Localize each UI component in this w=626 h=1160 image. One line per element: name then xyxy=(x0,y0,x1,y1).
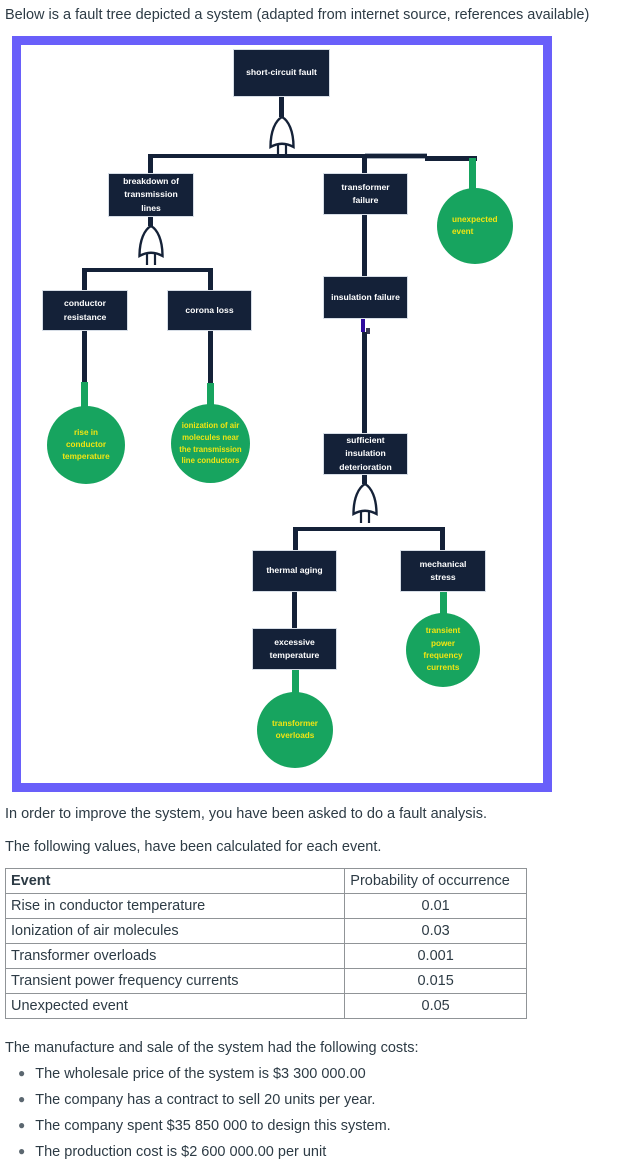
probability-cell: 0.015 xyxy=(344,968,527,994)
bullet-icon: ● xyxy=(18,1066,26,1080)
probability-cell: 0.01 xyxy=(344,893,527,919)
node-short-circuit-fault: short-circuit fault xyxy=(233,49,330,97)
connector xyxy=(366,328,370,334)
event-cell: Rise in conductor temperature xyxy=(4,893,346,919)
event-transformer-overloads: transformer overloads xyxy=(257,692,333,768)
connector xyxy=(81,382,88,412)
event-cell: Transformer overloads xyxy=(4,943,346,969)
bullet-text: The wholesale price of the system is $3 … xyxy=(35,1066,366,1082)
connector xyxy=(365,153,427,159)
or-gate-icon xyxy=(352,482,378,523)
connector xyxy=(294,527,444,531)
table-row: Unexpected event 0.05 xyxy=(4,993,527,1019)
connector xyxy=(148,154,153,174)
table-row: Rise in conductor temperature 0.01 xyxy=(4,893,527,919)
list-item: ● The production cost is $2 600 000.00 pe… xyxy=(18,1144,391,1160)
connector xyxy=(292,670,299,696)
list-item: ● The wholesale price of the system is $3… xyxy=(18,1066,391,1092)
connector xyxy=(293,527,298,550)
connector xyxy=(279,97,284,117)
probability-table: Event Probability of occurrence Rise in … xyxy=(4,868,527,1019)
event-cell: Ionization of air molecules xyxy=(4,918,346,944)
connector xyxy=(85,268,211,272)
connector xyxy=(469,158,476,191)
event-ionization-of-air-molecules: ionization of air molecules near the tra… xyxy=(171,404,250,483)
or-gate-icon xyxy=(138,224,164,265)
connector xyxy=(208,268,213,290)
connector xyxy=(362,215,367,276)
fault-tree-diagram: short-circuit fault breakdown of transmi… xyxy=(12,36,552,792)
probability-cell: 0.05 xyxy=(344,993,527,1019)
event-transient-power-frequency-currents: transient power frequency currents xyxy=(406,613,480,687)
node-insulation-failure: insulation failure xyxy=(323,276,408,319)
connector xyxy=(150,154,368,158)
costs-bullet-list: ● The wholesale price of the system is $3… xyxy=(18,1066,391,1160)
column-header-probability: Probability of occurrence xyxy=(344,868,527,894)
node-thermal-aging: thermal aging xyxy=(252,550,337,592)
node-corona-loss: corona loss xyxy=(167,290,252,331)
node-sufficient-insulation-deterioration: sufficient insulation deterioration xyxy=(323,433,408,475)
probability-cell: 0.001 xyxy=(344,943,527,969)
connector xyxy=(361,319,365,332)
or-gate-icon xyxy=(269,115,295,156)
table-row: Transformer overloads 0.001 xyxy=(4,943,527,969)
connector xyxy=(362,154,367,174)
event-rise-in-conductor-temperature: rise in conductor temperature xyxy=(47,406,125,484)
bullet-text: The company has a contract to sell 20 un… xyxy=(35,1092,376,1108)
event-cell: Transient power frequency currents xyxy=(4,968,346,994)
column-header-event: Event xyxy=(4,868,346,894)
node-transformer-failure: transformer failure xyxy=(323,173,408,215)
connector xyxy=(362,475,367,484)
connector xyxy=(82,331,87,384)
bullet-icon: ● xyxy=(18,1092,26,1106)
connector xyxy=(362,332,367,433)
connector xyxy=(82,268,87,290)
connector xyxy=(148,217,153,226)
probability-cell: 0.03 xyxy=(344,918,527,944)
list-item: ● The company spent $35 850 000 to design… xyxy=(18,1118,391,1144)
bullet-text: The production cost is $2 600 000.00 per… xyxy=(35,1144,327,1160)
table-row: Transient power frequency currents 0.015 xyxy=(4,968,527,994)
event-cell: Unexpected event xyxy=(4,993,346,1019)
node-breakdown-transmission-lines: breakdown of transmission lines xyxy=(108,173,194,217)
costs-paragraph: The manufacture and sale of the system h… xyxy=(5,1040,419,1056)
connector xyxy=(440,527,445,550)
connector xyxy=(425,156,477,161)
connector xyxy=(208,331,213,385)
bullet-icon: ● xyxy=(18,1118,26,1132)
bullet-icon: ● xyxy=(18,1144,26,1158)
connector xyxy=(440,592,447,617)
analysis-paragraph: In order to improve the system, you have… xyxy=(5,806,487,822)
bullet-text: The company spent $35 850 000 to design … xyxy=(35,1118,391,1134)
table-row: Ionization of air molecules 0.03 xyxy=(4,918,527,944)
list-item: ● The company has a contract to sell 20 u… xyxy=(18,1092,391,1118)
node-conductor-resistance: conductor resistance xyxy=(42,290,128,331)
table-header-row: Event Probability of occurrence xyxy=(4,868,527,894)
event-unexpected-event: unexpected event xyxy=(437,188,513,264)
connector xyxy=(292,592,297,628)
node-excessive-temperature: excessive temperature xyxy=(252,628,337,670)
node-mechanical-stress: mechanical stress xyxy=(400,550,486,592)
values-paragraph: The following values, have been calculat… xyxy=(5,839,382,855)
connector xyxy=(207,383,214,410)
page-title: Below is a fault tree depicted a system … xyxy=(5,7,590,23)
